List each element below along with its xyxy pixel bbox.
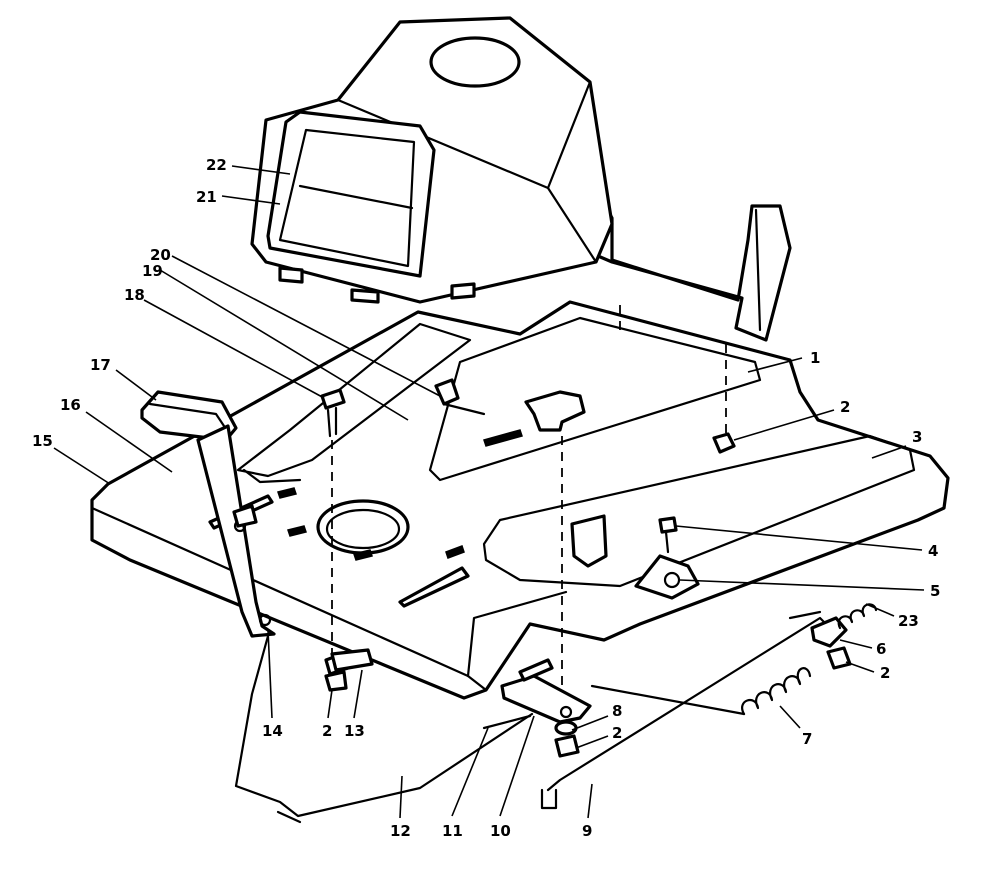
rod-9 bbox=[546, 616, 826, 792]
callout-21: 21 bbox=[196, 188, 217, 206]
callout-9: 9 bbox=[582, 822, 592, 840]
callout-14: 14 bbox=[262, 722, 283, 740]
spring-7 bbox=[741, 667, 812, 716]
link-6 bbox=[810, 616, 848, 648]
callout-6: 6 bbox=[876, 640, 886, 658]
callout-17: 17 bbox=[90, 356, 111, 374]
fender-assembly bbox=[250, 16, 614, 304]
bolt-18-head bbox=[320, 388, 346, 410]
callout-7: 7 bbox=[802, 730, 812, 748]
callout-2: 2 bbox=[322, 722, 332, 740]
callout-2: 2 bbox=[612, 724, 622, 742]
hardware bbox=[320, 300, 736, 758]
deck-features bbox=[208, 429, 608, 608]
callout-12: 12 bbox=[390, 822, 411, 840]
callout-20: 20 bbox=[150, 246, 171, 264]
callout-15: 15 bbox=[32, 432, 53, 450]
callout-1: 1 bbox=[810, 349, 820, 367]
callout-8: 8 bbox=[612, 702, 622, 720]
rod-12 bbox=[234, 634, 534, 818]
callout-3: 3 bbox=[912, 428, 922, 446]
callout-5: 5 bbox=[930, 582, 940, 600]
callout-19: 19 bbox=[142, 262, 163, 280]
deck-slot-small bbox=[483, 429, 523, 447]
leader-lines bbox=[53, 165, 925, 819]
fender-top-opening bbox=[429, 36, 521, 88]
callout-18: 18 bbox=[124, 286, 145, 304]
callout-11: 11 bbox=[442, 822, 463, 840]
callout-10: 10 bbox=[490, 822, 511, 840]
washer-8 bbox=[554, 720, 578, 736]
nut-2-right bbox=[826, 646, 852, 670]
fender-window bbox=[266, 110, 436, 278]
callout-2: 2 bbox=[840, 398, 850, 416]
clip-13 bbox=[330, 648, 374, 672]
spring-23 bbox=[837, 603, 878, 630]
callout-labels: 1 2 3 4 5 23 6 2 7 8 2 9 10 11 12 13 2 1… bbox=[32, 156, 940, 840]
bracket-20 bbox=[434, 378, 460, 406]
pedal-pad bbox=[140, 390, 238, 442]
deck-bracket bbox=[570, 514, 608, 568]
plate-5 bbox=[634, 554, 700, 600]
callout-13: 13 bbox=[344, 722, 365, 740]
nut-2-lower-center bbox=[554, 734, 580, 758]
bracket-center bbox=[524, 390, 586, 432]
deck-slot bbox=[398, 566, 470, 608]
deck-plate bbox=[90, 300, 950, 700]
callout-23: 23 bbox=[898, 612, 919, 630]
callout-16: 16 bbox=[60, 396, 81, 414]
callout-4: 4 bbox=[928, 542, 938, 560]
nut-2-lower-left bbox=[324, 670, 348, 692]
bolt-4-head bbox=[658, 516, 678, 534]
bracket-10 bbox=[500, 674, 592, 724]
callout-2: 2 bbox=[880, 664, 890, 682]
nut-2-upper bbox=[712, 432, 736, 454]
callout-22: 22 bbox=[206, 156, 227, 174]
